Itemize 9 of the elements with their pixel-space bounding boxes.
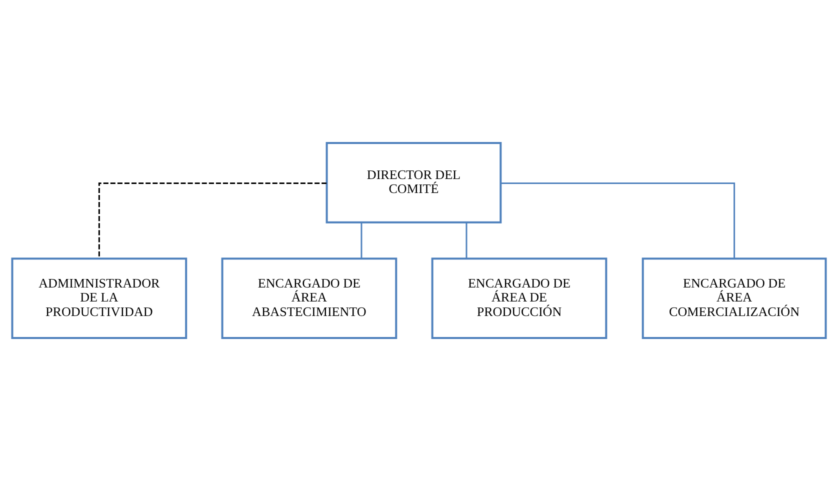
node-box: ADMIMNISTRADOR DE LA PRODUCTIVIDAD [11, 258, 188, 339]
node-box: ENCARGADO DE ÁREA DE PRODUCCIÓN [431, 258, 608, 339]
connector [466, 222, 468, 258]
node-box: DIRECTOR DEL COMITÉ [326, 142, 502, 224]
connector [360, 222, 362, 258]
node-box: ENCARGADO DE ÁREA COMERCIALIZACIÓN [642, 258, 827, 339]
node-box: ENCARGADO DE ÁREA ABASTECIMIENTO [221, 258, 398, 339]
connector [98, 182, 327, 258]
connector [500, 182, 736, 258]
